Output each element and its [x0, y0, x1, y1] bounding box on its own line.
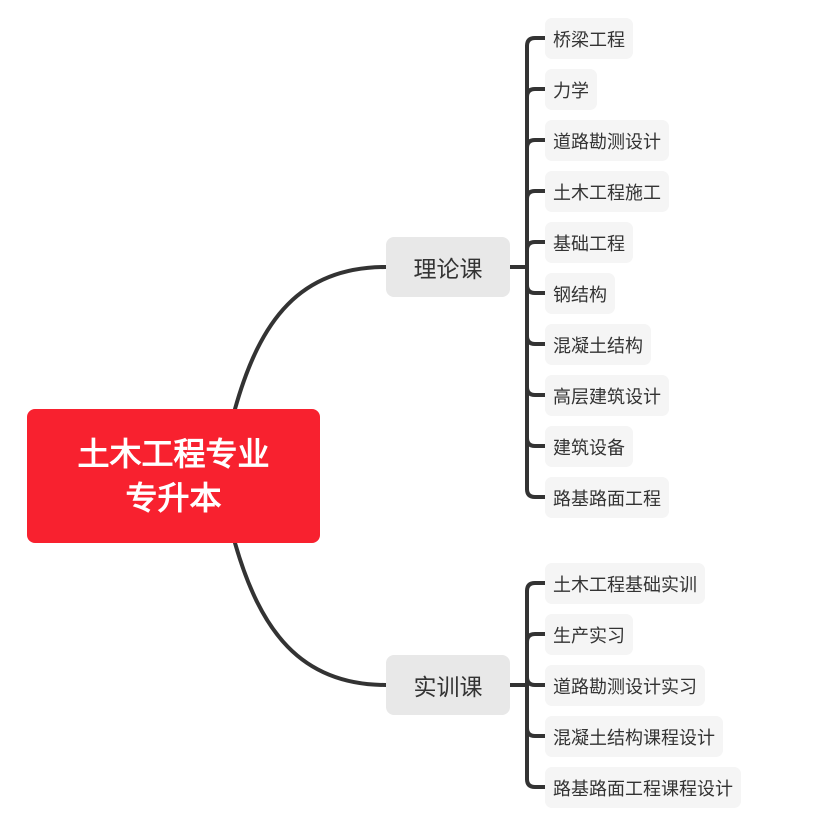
- branch-label: 实训课: [413, 675, 483, 701]
- root-title-line2: 专升本: [125, 479, 222, 517]
- leaf-link: [525, 87, 547, 99]
- leaf-link: [525, 581, 547, 593]
- leaf-link: [525, 675, 547, 687]
- leaf-link: [525, 36, 547, 48]
- leaf-link: [525, 189, 547, 201]
- leaf-topic[interactable]: 建筑设备: [545, 426, 633, 467]
- leaf-topic[interactable]: 基础工程: [545, 222, 633, 263]
- leaf-topic[interactable]: 道路勘测设计: [545, 120, 669, 161]
- root-to-theory-link: [233, 265, 388, 411]
- leaf-link: [525, 283, 547, 295]
- leaf-link: [525, 436, 547, 448]
- leaf-link: [525, 777, 547, 789]
- root-title-line1: 土木工程专业: [77, 435, 270, 473]
- leaf-link: [525, 334, 547, 346]
- leaf-topic[interactable]: 高层建筑设计: [545, 375, 669, 416]
- leaf-topic[interactable]: 钢结构: [545, 273, 615, 314]
- branch-label: 理论课: [413, 257, 483, 283]
- root-topic[interactable]: 土木工程专业 专升本: [27, 409, 320, 543]
- leaf-topic[interactable]: 生产实习: [545, 614, 633, 655]
- branch-practical-courses[interactable]: 实训课: [386, 655, 510, 715]
- leaf-link: [525, 385, 547, 397]
- leaf-topic[interactable]: 土木工程施工: [545, 171, 669, 212]
- leaf-link: [525, 138, 547, 150]
- leaf-topic[interactable]: 路基路面工程课程设计: [545, 767, 741, 808]
- leaf-link: [525, 632, 547, 644]
- leaf-topic[interactable]: 路基路面工程: [545, 477, 669, 518]
- leaf-topic[interactable]: 土木工程基础实训: [545, 563, 705, 604]
- leaf-topic[interactable]: 桥梁工程: [545, 18, 633, 59]
- leaf-topic[interactable]: 力学: [545, 69, 597, 110]
- root-to-practical-link: [233, 541, 388, 687]
- leaf-link: [525, 487, 547, 499]
- leaf-topic[interactable]: 道路勘测设计实习: [545, 665, 705, 706]
- branch-theory-courses[interactable]: 理论课: [386, 237, 510, 297]
- leaf-link: [525, 726, 547, 738]
- leaf-topic[interactable]: 混凝土结构: [545, 324, 651, 365]
- leaf-link: [525, 240, 547, 252]
- leaf-topic[interactable]: 混凝土结构课程设计: [545, 716, 723, 757]
